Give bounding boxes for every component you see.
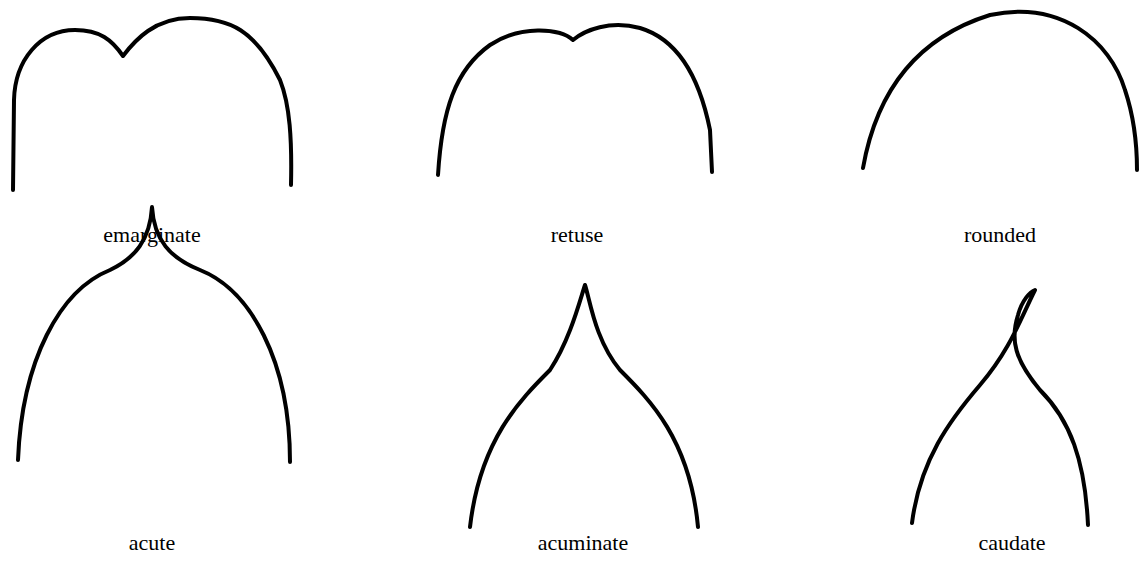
acuminate-apex-outline: [470, 285, 698, 527]
apex-label: emarginate: [103, 222, 200, 248]
apex-label: retuse: [551, 222, 604, 248]
apex-label: acute: [129, 530, 175, 556]
acute-apex-outline: [18, 207, 290, 462]
apex-label: acuminate: [538, 530, 628, 556]
apex-label: caudate: [978, 530, 1045, 556]
retuse-apex-outline: [438, 25, 712, 175]
emarginate-apex-outline: [13, 18, 291, 190]
apex-label: rounded: [964, 222, 1036, 248]
caudate-apex-outline: [912, 290, 1088, 525]
rounded-apex-outline: [863, 12, 1137, 170]
